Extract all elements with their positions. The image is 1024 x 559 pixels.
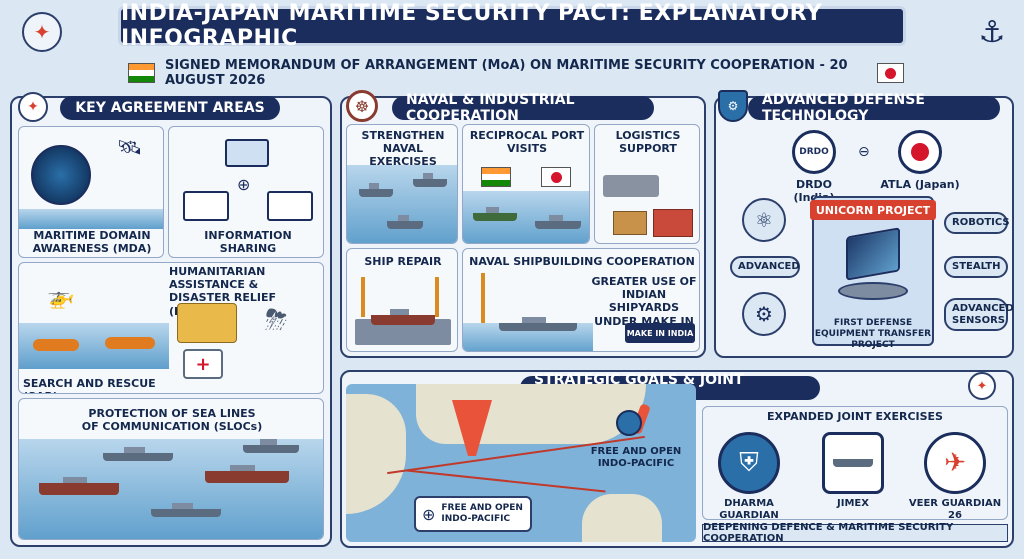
exercise-ship-2-icon: [413, 173, 447, 187]
shield-icon: ⚙: [718, 90, 748, 122]
exercises-cell: STRENGTHEN NAVAL EXERCISES: [346, 124, 458, 244]
crane-icon: [361, 277, 365, 317]
atla-logo: [898, 130, 942, 174]
shipbuilding-label: NAVAL SHIPBUILDING COOPERATION: [469, 255, 695, 268]
helicopter-icon: 🚁: [47, 285, 75, 310]
anchor-icon: ⚓: [978, 14, 1006, 50]
warship-2-icon: [243, 439, 299, 453]
truck-icon: [603, 175, 659, 197]
port-ship-2-icon: [535, 215, 581, 229]
port-visits-cell: RECIPROCAL PORT VISITS: [462, 124, 590, 244]
crane-2-icon: [435, 277, 439, 317]
exercise-ship-3-icon: [387, 215, 423, 229]
exercises-heading: EXPANDED JOINT EXERCISES: [767, 410, 943, 423]
docked-ship-icon: [371, 309, 435, 325]
indo-pacific-map: ⊕ FREE AND OPEN INDO-PACIFIC: [346, 384, 696, 542]
india-flag-icon: [128, 63, 155, 83]
laptop-icon: [183, 191, 229, 221]
compass-small-icon: ✦: [18, 92, 48, 122]
sensors-pill: ADVANCED SENSORS: [944, 298, 1014, 331]
landmass-australia: [582, 494, 662, 542]
helm-icon: ☸: [346, 90, 378, 122]
container-icon: [653, 209, 693, 237]
drdo-logo: DRDO: [792, 130, 836, 174]
veer-guardian-badge: ✈: [924, 432, 986, 494]
built-ship-icon: [499, 317, 577, 331]
footer-banner: DEEPENING DEFENCE & MARITIME SECURITY CO…: [702, 522, 1008, 544]
repair-label: SHIP REPAIR: [364, 255, 442, 268]
logistics-cell: LOGISTICS SUPPORT: [594, 124, 700, 244]
route-line-2: [406, 469, 606, 493]
warship-icon: [103, 447, 173, 461]
port-visits-label: RECIPROCAL PORT VISITS: [469, 129, 585, 156]
india-flag-small-icon: [481, 167, 511, 187]
sar-label: SEARCH AND RESCUE (SAR): [23, 377, 156, 393]
landmass-africa: [346, 394, 406, 514]
shipyard-crane-icon: [481, 273, 485, 323]
unicorn-desc: FIRST DEFENSE EQUIPMENT TRANSFER PROJECT: [814, 318, 932, 350]
drdo-seal-text: DRDO: [799, 147, 829, 157]
warship-3-icon: [151, 503, 221, 517]
ex2-label: JIMEX: [837, 498, 869, 509]
gear-icon: ⚙: [742, 292, 786, 336]
advanced-pill: ADVANCED: [730, 256, 800, 278]
fip-globe-icon: [616, 410, 642, 436]
dharma-guardian-badge: ⛨: [718, 432, 780, 494]
mda-cell: 🛰 MARITIME DOMAIN AWARENESS (MDA): [18, 126, 164, 258]
naval-heading: NAVAL & INDUSTRIAL COOPERATION: [392, 92, 654, 124]
subtitle-text: SIGNED MEMORANDUM OF ARRANGEMENT (MoA) O…: [164, 58, 848, 88]
stealth-pill: STEALTH: [944, 256, 1008, 278]
atom-icon: ⚛: [742, 198, 786, 242]
cargo-ship-2-icon: [205, 465, 289, 483]
landmass-asia: [416, 384, 646, 444]
exercise-ship-1-icon: [359, 183, 393, 197]
fip-box-1: ⊕ FREE AND OPEN INDO-PACIFIC: [414, 496, 532, 532]
sloc-cell: PROTECTION OF SEA LINES OF COMMUNICATION…: [18, 398, 324, 540]
first-aid-icon: +: [183, 349, 223, 379]
info-label: INFORMATION SHARING: [204, 229, 292, 256]
rescue-boat-2-icon: [105, 337, 155, 349]
japan-flag-icon: [877, 63, 905, 83]
link-icon: ⊖: [858, 144, 870, 160]
unicorn-heading: UNICORN PROJECT: [810, 200, 936, 220]
page-title: INDIA-JAPAN MARITIME SECURITY PACT: EXPL…: [118, 1, 906, 51]
port-ship-1-icon: [473, 207, 517, 221]
globe-small-icon: ⊕: [422, 504, 436, 524]
sensor-base-icon: [838, 282, 908, 300]
make-in-india-label: MAKE IN INDIA: [626, 328, 694, 338]
rescue-boat-icon: [33, 339, 79, 351]
key-areas-heading: KEY AGREEMENT AREAS: [60, 96, 280, 120]
mda-label: MARITIME DOMAIN AWARENESS (MDA): [32, 229, 152, 256]
fip-label-2: FREE AND OPEN INDO-PACIFIC: [590, 446, 682, 469]
ex1-label: DHARMA GUARDIAN: [719, 498, 779, 521]
exercises-label: STRENGTHEN NAVAL EXERCISES: [361, 129, 445, 169]
relief-supplies-icon: [177, 303, 237, 343]
subtitle-row: SIGNED MEMORANDUM OF ARRANGEMENT (MoA) O…: [128, 58, 905, 88]
hadr-sar-cell: 🚁 HUMANITARIAN ASSISTANCE & DISASTER REL…: [18, 262, 324, 394]
storm-icon: ⛈: [265, 303, 288, 336]
compass-small-2-icon: ✦: [968, 372, 996, 400]
repair-cell: SHIP REPAIR: [346, 248, 458, 352]
ex3-label: VEER GUARDIAN 26: [908, 498, 1002, 521]
cargo-boxes-icon: [613, 211, 647, 235]
japan-flag-small-icon: [541, 167, 571, 187]
logistics-label: LOGISTICS SUPPORT: [615, 129, 681, 156]
info-cell: ⊕ INFORMATION SHARING: [168, 126, 324, 258]
laptop-chart-icon: [267, 191, 313, 221]
globe-icon: ⊕: [237, 175, 251, 194]
sloc-label: PROTECTION OF SEA LINES OF COMMUNICATION…: [81, 407, 263, 434]
jimex-badge: [822, 432, 884, 494]
atla-label: ATLA (Japan): [880, 178, 960, 191]
fip-label-1: FREE AND OPEN INDO-PACIFIC: [441, 503, 523, 524]
make-in-india-logo: MAKE IN INDIA: [625, 323, 695, 343]
compass-icon: ✦: [22, 12, 62, 52]
robotics-pill: ROBOTICS: [944, 212, 1010, 234]
shipbuilding-cell: NAVAL SHIPBUILDING COOPERATION GREATER U…: [462, 248, 700, 352]
satellite-icon: 🛰: [117, 135, 143, 159]
tech-heading: ADVANCED DEFENSE TECHNOLOGY: [748, 92, 1000, 124]
radar-icon: [31, 145, 91, 205]
cargo-ship-icon: [39, 477, 119, 495]
monitor-icon: [225, 139, 269, 167]
